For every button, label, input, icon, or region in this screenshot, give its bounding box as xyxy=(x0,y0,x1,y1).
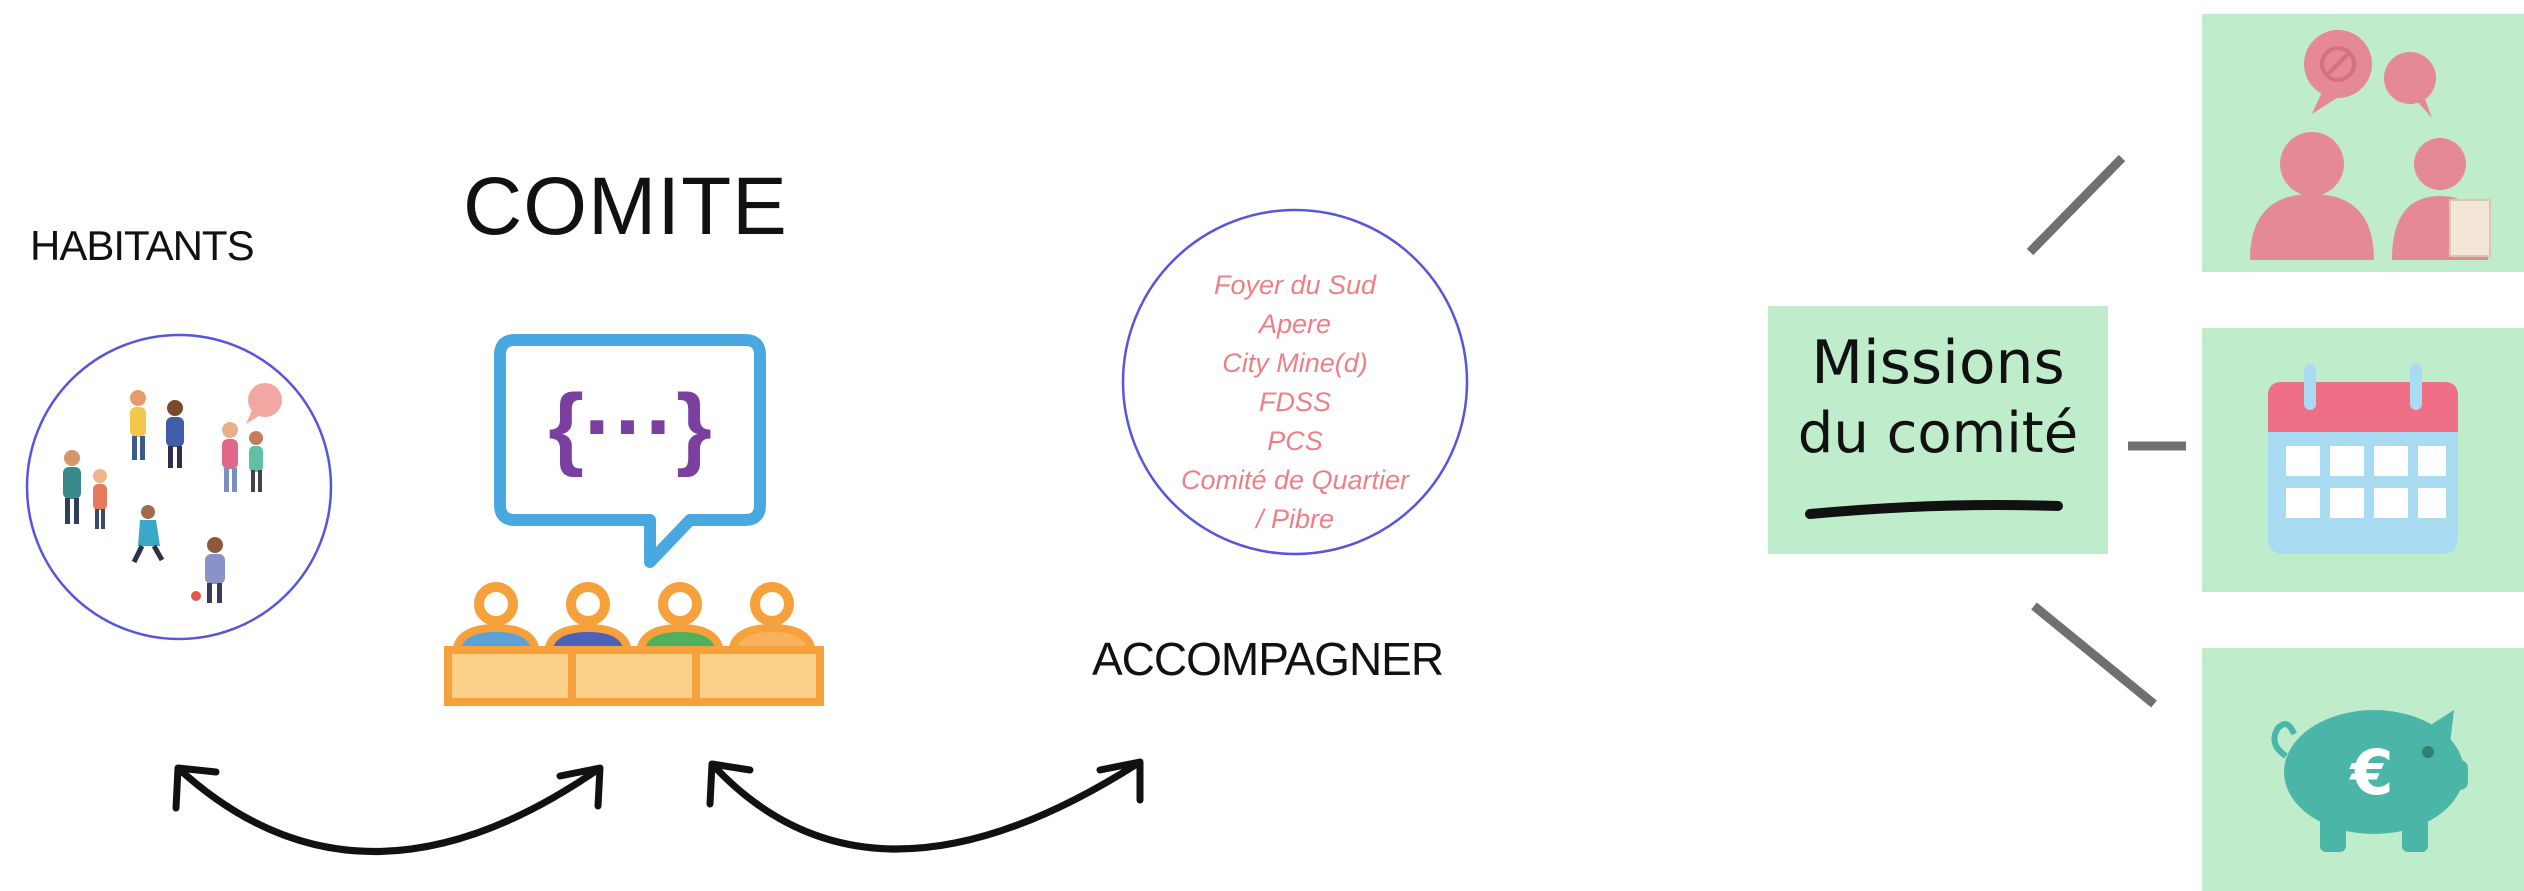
organisation-item: FDSS xyxy=(1258,387,1331,417)
organisation-item: City Mine(d) xyxy=(1222,348,1368,378)
comite-illustration: {···} xyxy=(444,334,824,706)
discussion-icon xyxy=(2250,30,2491,260)
underline-stroke xyxy=(1805,500,2063,519)
euro-symbol: € xyxy=(2348,736,2393,809)
braces-glyph: {···} xyxy=(548,376,712,478)
habitants-circle xyxy=(25,333,333,641)
speech-bubble-icon: {···} xyxy=(494,334,766,568)
missions-title-line2: du comité xyxy=(1797,401,2079,466)
habitants-label: HABITANTS xyxy=(30,222,255,269)
arrow-habitants-comite xyxy=(172,764,604,855)
missions-title-line1: Missions xyxy=(1811,328,2065,398)
mission-card-calendar xyxy=(2202,328,2524,592)
accompagner-label: ACCOMPAGNER xyxy=(1092,633,1444,685)
organisation-list: Foyer du Sud Apere City Mine(d) FDSS PCS… xyxy=(1135,266,1455,539)
relation-arrows xyxy=(172,758,1144,855)
people-illustration-icon xyxy=(63,383,282,603)
calendar-icon xyxy=(2268,364,2458,554)
mission-card-budget: € xyxy=(2202,648,2524,891)
organisation-item: Foyer du Sud xyxy=(1213,270,1377,300)
organisation-item: Comité de Quartier xyxy=(1180,465,1410,495)
comite-title: COMITE xyxy=(463,161,788,252)
arrow-comite-accompagner xyxy=(706,758,1144,853)
mission-card-discussion xyxy=(2202,14,2524,272)
missions-card: Missions du comité xyxy=(1768,306,2108,554)
accompagner-circle xyxy=(1121,208,1469,556)
organisation-item: / Pibre xyxy=(1255,504,1335,534)
piggy-bank-euro-icon: € xyxy=(2271,710,2468,852)
organisation-item: Apere xyxy=(1258,309,1332,339)
organisation-item: PCS xyxy=(1267,426,1323,456)
committee-people-icon xyxy=(444,582,824,706)
